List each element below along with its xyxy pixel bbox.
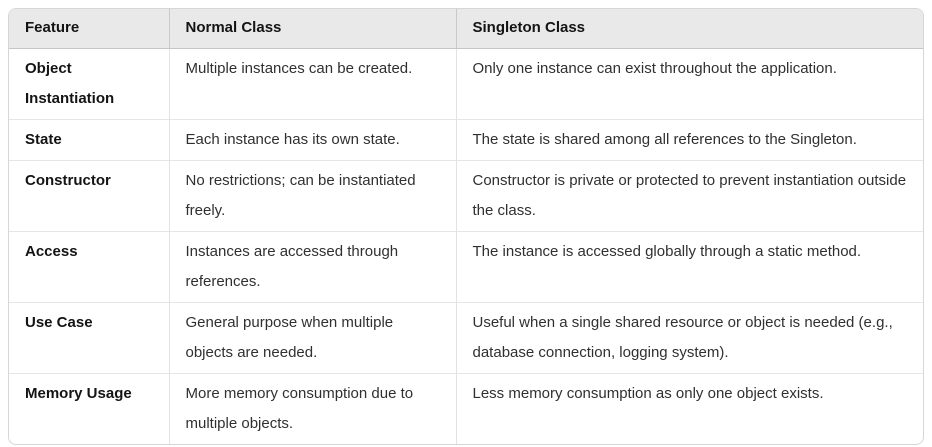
table-row-constructor: Constructor No restrictions; can be inst… [9,159,923,231]
feature-cell: Access [9,230,169,302]
feature-cell: Object Instantiation [25,59,115,107]
singleton-class-cell: Only one instance can exist throughout t… [455,48,923,119]
table-row-state: State Each instance has its own state. T… [9,118,923,160]
column-header-normal-class: Normal Class [168,9,456,49]
normal-class-cell: General purpose when multiple objects ar… [168,301,456,373]
singleton-class-cell: The instance is accessed globally throug… [455,230,923,302]
normal-class-cell: Each instance has its own state. [168,118,456,160]
table-row-object-instantiation: Object Instantiation Multiple instances … [9,48,923,119]
singleton-class-cell: The state is shared among all references… [455,118,923,160]
singleton-class-cell: Useful when a single shared resource or … [455,301,923,373]
singleton-class-cell: Constructor is private or protected to p… [455,159,923,231]
normal-class-cell: More memory consumption due to multiple … [168,372,456,444]
singleton-class-cell: Less memory consumption as only one obje… [455,372,923,444]
column-header-singleton-class: Singleton Class [455,9,923,49]
feature-cell: State [9,118,169,160]
comparison-table: Feature Normal Class Singleton Class Obj… [9,9,923,444]
feature-cell: Memory Usage [9,372,169,444]
feature-cell: Use Case [9,301,169,373]
normal-class-cell: Multiple instances can be created. [168,48,456,119]
table-row-access: Access Instances are accessed through re… [9,230,923,302]
table-row-memory-usage: Memory Usage More memory consumption due… [9,372,923,444]
normal-class-cell: Instances are accessed through reference… [168,230,456,302]
table-header-row: Feature Normal Class Singleton Class [9,9,923,49]
normal-class-cell: No restrictions; can be instantiated fre… [168,159,456,231]
column-header-feature: Feature [9,9,169,49]
class-comparison-table: Feature Normal Class Singleton Class Obj… [8,8,924,445]
feature-cell: Constructor [9,159,169,231]
table-row-use-case: Use Case General purpose when multiple o… [9,301,923,373]
